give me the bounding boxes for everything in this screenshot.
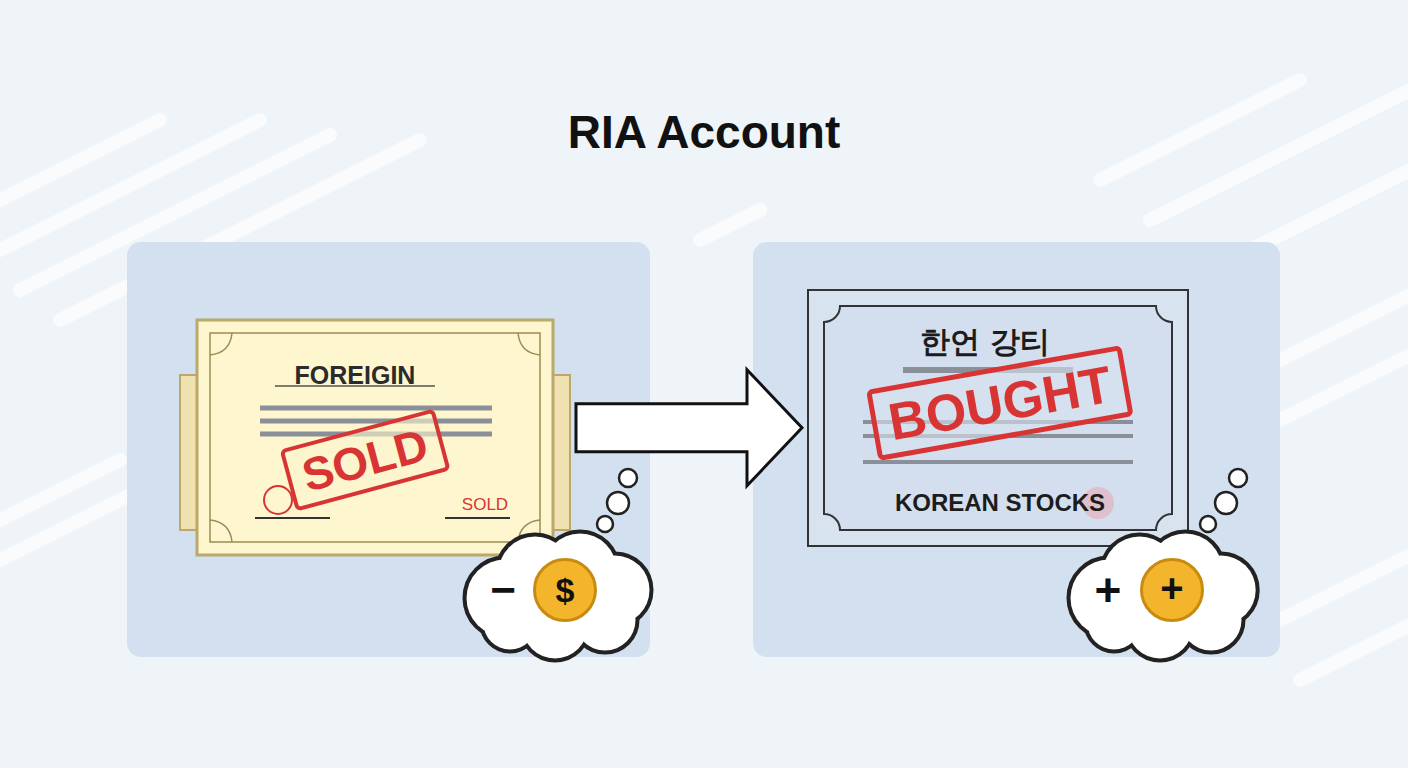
thought-bubble: −$ <box>455 528 655 655</box>
certificate-heading: FOREIGIN <box>295 361 416 390</box>
certificate-subtitle: KOREAN STOCKS <box>895 489 1105 517</box>
certificate: FOREIGINSOLDSOLD <box>180 320 570 555</box>
title: RIA Account <box>0 105 1408 159</box>
plus-coin: + <box>1140 558 1204 622</box>
thought-bubble: ++ <box>1058 528 1262 655</box>
certificate: 한언 강티BOUGHTKOREAN STOCKS <box>808 290 1188 546</box>
small-stamp: SOLD <box>462 495 508 515</box>
right-panel <box>753 242 1280 657</box>
dollar-coin: $ <box>533 558 597 622</box>
plus-sign: + <box>1095 563 1122 617</box>
left-panel <box>127 242 650 657</box>
minus-sign: − <box>490 565 516 615</box>
certificate-heading: 한언 강티 <box>920 322 1050 363</box>
block-arrow <box>576 370 802 486</box>
